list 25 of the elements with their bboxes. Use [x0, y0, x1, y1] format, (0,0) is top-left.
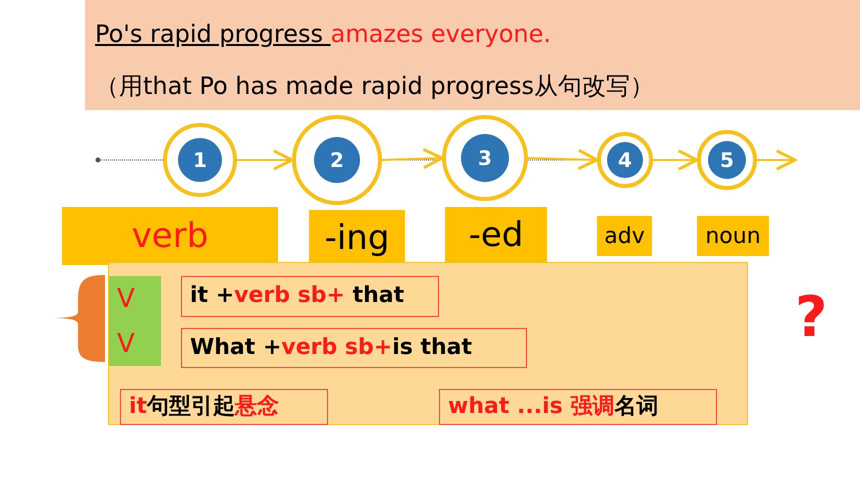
step-number: 2 — [314, 137, 360, 183]
example-sentence: Po's rapid progress amazes everyone. — [95, 20, 551, 48]
arrow — [757, 149, 796, 171]
step-number: 1 — [178, 138, 222, 182]
arrow — [237, 149, 294, 171]
instruction-text: （用that Po has made rapid progress从句改写） — [95, 71, 654, 102]
pattern-panel — [108, 262, 748, 425]
pattern-box: What +verb sb+is that — [181, 328, 527, 368]
arrow — [382, 148, 444, 170]
check-cell: V — [109, 321, 161, 366]
note-box: it句型引起悬念 — [120, 389, 328, 425]
arrow — [528, 148, 598, 170]
step-number: 4 — [607, 142, 643, 178]
check-cell: V — [109, 276, 161, 321]
pattern-box: it +verb sb+ that — [181, 276, 439, 317]
step-number: 5 — [708, 141, 746, 179]
word-form-box: verb — [62, 207, 278, 265]
question-mark: ? — [795, 285, 828, 350]
arrow — [653, 149, 698, 171]
note-box: what ...is 强调名词 — [439, 389, 717, 425]
word-form-box: -ed — [445, 207, 547, 262]
step-number: 3 — [461, 134, 509, 182]
word-form-box: adv — [597, 216, 652, 256]
word-form-box: noun — [697, 216, 769, 256]
word-form-box: -ing — [309, 210, 405, 265]
